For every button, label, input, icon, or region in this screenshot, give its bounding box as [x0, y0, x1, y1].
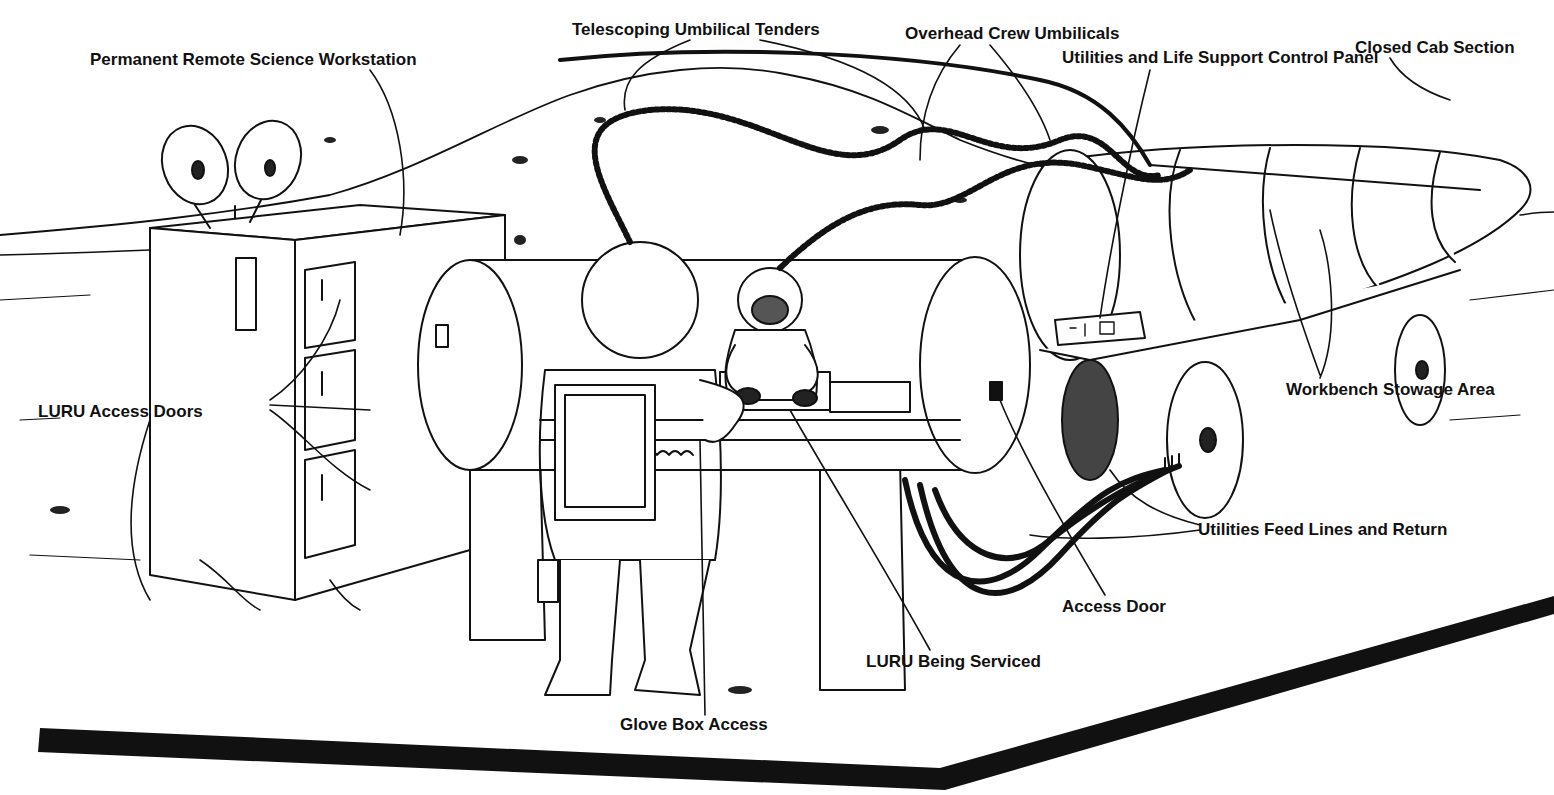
crew-umbilical [780, 163, 1190, 268]
hill-line [0, 68, 1120, 235]
wheel [1167, 362, 1243, 518]
door-handle [321, 280, 323, 500]
hub [1200, 428, 1216, 452]
leader-line [370, 70, 404, 235]
cabinet-door [305, 450, 355, 558]
speck [594, 117, 606, 123]
suit-body [540, 370, 721, 560]
leader-line [270, 300, 370, 490]
leg [545, 560, 710, 695]
leader-line [1000, 400, 1105, 595]
leader-line [1390, 58, 1450, 100]
callout-label: Access Door [1062, 597, 1166, 617]
glovebox-body [470, 260, 970, 470]
callout-label: Glove Box Access [620, 715, 768, 735]
crew-umbilical [595, 109, 1160, 242]
leader-line [1100, 70, 1150, 318]
dish-antenna [224, 111, 312, 208]
wheel [1395, 315, 1445, 425]
arm [700, 380, 744, 442]
leader-line [1030, 470, 1200, 538]
glove [793, 390, 817, 406]
callout-label: Utilities Feed Lines and Return [1198, 520, 1447, 540]
leader-line [1270, 210, 1332, 378]
callout-label: Workbench Stowage Area [1286, 380, 1495, 400]
leader-line [131, 420, 360, 610]
cabinet-door [305, 262, 355, 348]
glovebox [418, 257, 1030, 473]
arm [726, 345, 817, 395]
luru-box [830, 382, 910, 412]
cabinet-door [305, 350, 355, 450]
callout-label: Permanent Remote Science Workstation [90, 50, 417, 70]
dish-feed [192, 161, 204, 179]
glovebox-end [418, 260, 522, 470]
astronaut-front [538, 242, 744, 695]
dish-antenna [151, 116, 239, 213]
callout-label: LURU Being Serviced [866, 652, 1041, 672]
callout-label: LURU Access Doors [38, 402, 203, 422]
umbilicals [560, 52, 1480, 593]
hub [1416, 361, 1428, 379]
callout-label: Utilities and Life Support Control Panel [1062, 48, 1378, 68]
panel-marks [1070, 322, 1114, 336]
cabinet-window [236, 258, 256, 330]
cab-dome [1020, 150, 1120, 360]
wheel [1062, 360, 1118, 480]
helmet [582, 242, 698, 358]
leader-line [624, 40, 925, 130]
leader-line [700, 440, 705, 715]
speck [512, 156, 528, 164]
leader-lines [131, 40, 1450, 715]
stand-leg [470, 455, 545, 640]
access-door [990, 382, 1002, 400]
callout-label: Overhead Crew Umbilicals [905, 24, 1119, 44]
speck [324, 137, 336, 143]
visor [752, 296, 788, 324]
speck [728, 686, 752, 694]
astronaut-rear [725, 268, 817, 406]
helmet [738, 268, 802, 332]
speck [50, 506, 70, 514]
speck [871, 126, 889, 134]
dish-feed [265, 160, 275, 176]
umbilical-tender [1150, 165, 1480, 190]
callout-label: Closed Cab Section [1355, 38, 1515, 58]
speck [514, 235, 526, 245]
ground-edge [38, 596, 1554, 790]
backpack [555, 385, 655, 520]
leader-line [790, 410, 930, 650]
glovebox-port [436, 325, 448, 347]
callout-label: Telescoping Umbilical Tenders [572, 20, 820, 40]
thigh-pocket [538, 560, 558, 602]
leader-line [920, 45, 1050, 160]
backpack-panel [565, 395, 645, 507]
rover [1020, 145, 1530, 518]
